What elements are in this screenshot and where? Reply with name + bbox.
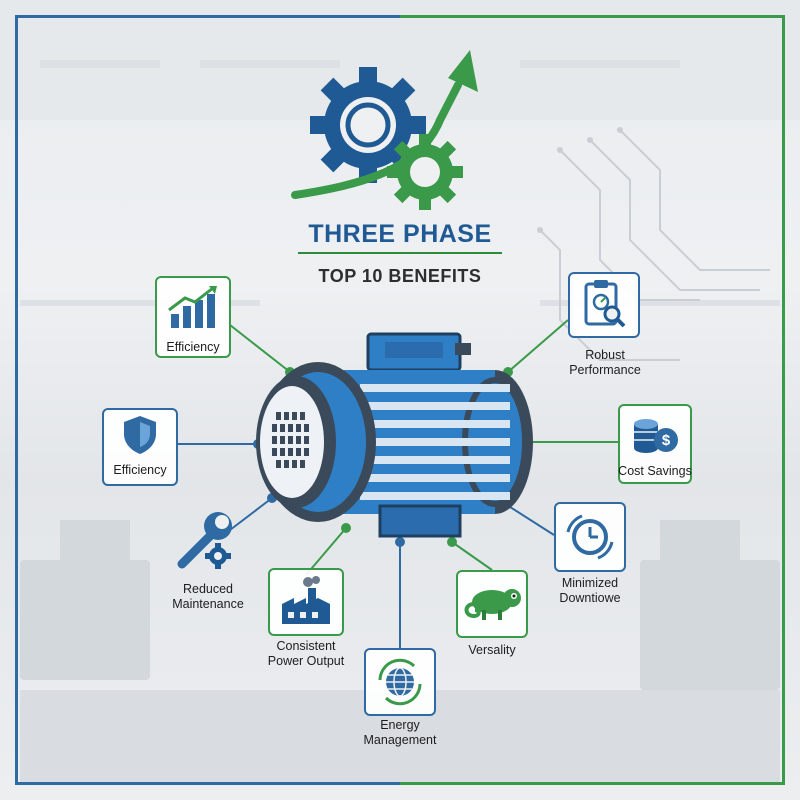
- page-subtitle: TOP 10 BENEFITS: [318, 266, 482, 286]
- benefit-label: Efficiency: [166, 340, 220, 354]
- page-title: THREE PHASE: [308, 220, 492, 248]
- chameleon-icon: [464, 589, 521, 620]
- shield-icon: [124, 416, 156, 454]
- frame: [15, 15, 785, 785]
- benefit-label: Cost Savings: [618, 464, 692, 478]
- clipboard-gauge-icon: [584, 280, 626, 328]
- title-underline: [298, 252, 502, 254]
- benefit-card-efficiency-chart: [155, 276, 231, 358]
- globe-arrows-icon: [378, 658, 422, 706]
- clock-arrows-icon: [566, 514, 614, 560]
- benefit-label: Versality: [468, 643, 516, 657]
- svg-text:$: $: [662, 432, 671, 449]
- wrench-gear-icon: [177, 512, 232, 569]
- benefit-label: Efficiency: [113, 463, 167, 477]
- bar-chart-arrow-icon: [168, 286, 217, 328]
- coins-dollar-icon: $: [634, 419, 678, 453]
- factory-icon: [282, 576, 330, 624]
